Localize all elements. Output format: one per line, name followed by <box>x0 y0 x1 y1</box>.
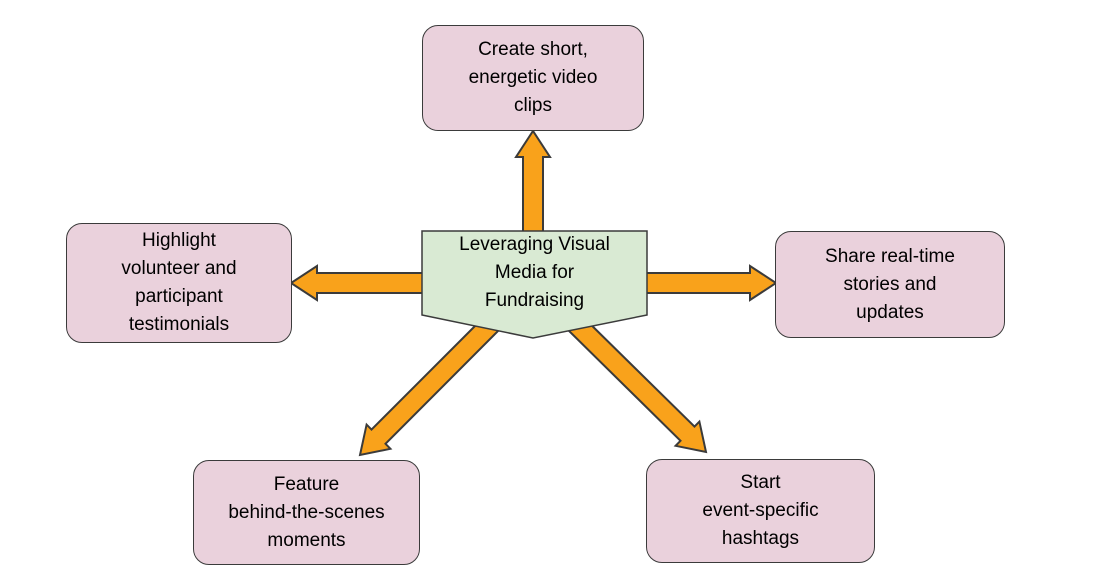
node-create-video-clips: Create short, energetic video clips <box>422 25 644 131</box>
center-node-shape <box>421 230 648 339</box>
arrow-down-right-icon <box>561 309 708 454</box>
node-behind-the-scenes: Feature behind-the-scenes moments <box>193 460 420 565</box>
center-node-label: Leveraging Visual Media for Fundraising <box>459 234 610 311</box>
arrow-down-left-icon <box>358 309 506 457</box>
arrow-left-icon <box>289 264 425 302</box>
node-share-realtime-stories: Share real-time stories and updates <box>775 231 1005 338</box>
node-event-hashtags: Start event-specific hashtags <box>646 459 875 563</box>
arrow-up-icon <box>514 129 552 234</box>
node-highlight-testimonials: Highlight volunteer and participant test… <box>66 223 292 343</box>
arrow-right-icon <box>644 264 778 302</box>
